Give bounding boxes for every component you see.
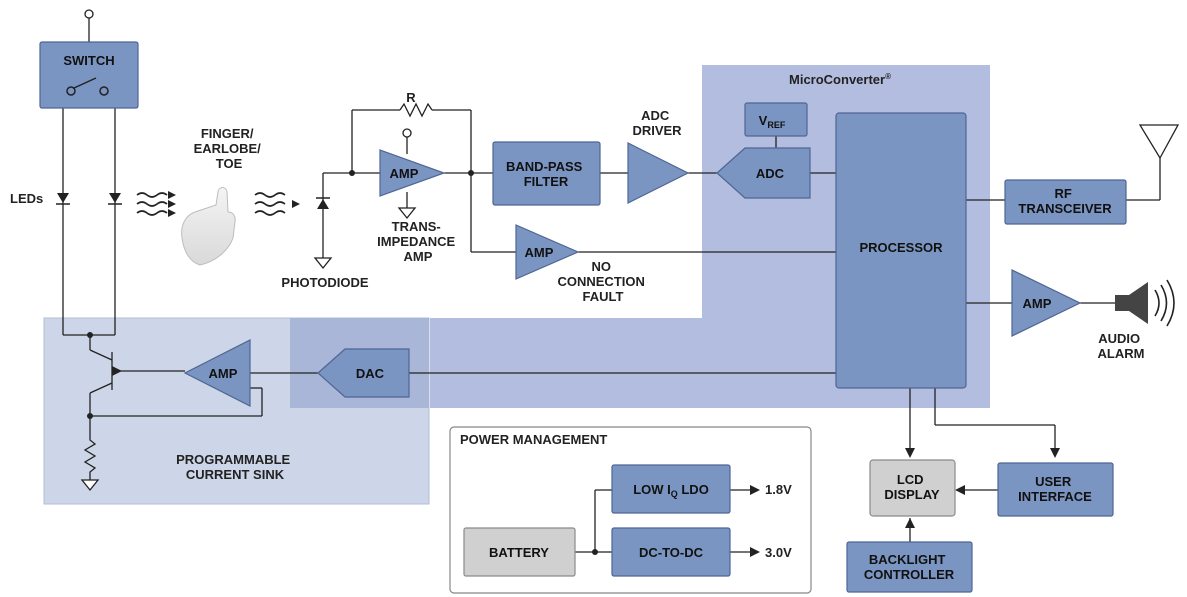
arrowheads [112, 366, 1060, 557]
photodiode-label: PHOTODIODE [281, 275, 368, 290]
low-iq-ldo-block: LOW IQ LDO [611, 464, 731, 514]
svg-text:AMP: AMP [390, 166, 419, 181]
power-management-title: POWER MANAGEMENT [460, 432, 607, 447]
ground-symbol [397, 207, 417, 220]
user-interface-block: USER INTERFACE [997, 462, 1114, 517]
svg-text:VREF: VREF [759, 113, 786, 130]
finger-icon [181, 187, 236, 266]
adc-block: ADC [716, 147, 811, 199]
wires [62, 18, 1161, 553]
svg-text:LOW IQ LDO: LOW IQ LDO [633, 482, 709, 499]
current-sink-label: PROGRAMMABLE CURRENT SINK [176, 452, 294, 482]
svg-text:DC-TO-DC: DC-TO-DC [639, 545, 704, 560]
svg-text:USER INTERFACE: USER INTERFACE [1018, 474, 1092, 504]
speaker-icon [1115, 279, 1175, 327]
audio-alarm-label: AUDIO ALARM [1098, 331, 1145, 361]
ground-symbol [313, 257, 333, 270]
microconverter-label: MicroConverter® [789, 72, 891, 87]
light-wave-icon [136, 192, 286, 216]
band-pass-filter-block: BAND-PASS FILTER [492, 141, 601, 206]
svg-text:BACKLIGHT CONTROLLER: BACKLIGHT CONTROLLER [864, 552, 955, 582]
backlight-controller-block: BACKLIGHT CONTROLLER [846, 541, 973, 593]
svg-text:BATTERY: BATTERY [489, 545, 549, 560]
dc-to-dc-block: DC-TO-DC [611, 527, 731, 577]
vref-block: VREF [744, 102, 808, 137]
no-connection-fault-caption: NO CONNECTION FAULT [557, 259, 648, 304]
svg-text:ADC: ADC [756, 166, 785, 181]
led-diode [56, 193, 70, 205]
svg-text:DAC: DAC [356, 366, 385, 381]
current-sink-amp: AMP [183, 339, 251, 407]
junction-dots [87, 170, 598, 555]
leds-label: LEDs [10, 191, 43, 206]
vcc-terminal [84, 9, 94, 19]
amp-supply-terminal [402, 128, 412, 138]
audio-amp: AMP [1011, 269, 1082, 337]
svg-text:PROCESSOR: PROCESSOR [859, 240, 943, 255]
light-wave-arrowheads [168, 191, 300, 217]
svg-text:AMP: AMP [209, 366, 238, 381]
dac-block: DAC [317, 348, 410, 398]
dcdc-output-voltage: 3.0V [765, 545, 792, 560]
rf-transceiver-block: RF TRANSCEIVER [1004, 179, 1127, 225]
no-connection-fault-amp: AMP [515, 224, 580, 280]
processor-block: PROCESSOR [835, 112, 967, 389]
svg-text:AMP: AMP [1023, 296, 1052, 311]
finger-label: FINGER/ EARLOBE/ TOE [194, 126, 265, 171]
ground-symbol [80, 479, 100, 492]
led-diode [108, 193, 122, 205]
switch-block: SWITCH [39, 41, 139, 109]
svg-text:LCD DISPLAY: LCD DISPLAY [884, 472, 939, 502]
switch-label: SWITCH [63, 53, 114, 68]
ldo-output-voltage: 1.8V [765, 482, 792, 497]
lcd-display-block: LCD DISPLAY [869, 459, 956, 517]
adc-driver-label: ADC DRIVER [632, 108, 682, 138]
transimpedance-amp: AMP [379, 149, 446, 197]
adc-driver-amp [627, 142, 690, 204]
svg-text:AMP: AMP [525, 245, 554, 260]
antenna-icon [1138, 124, 1180, 160]
svg-text:BAND-PASS FILTER: BAND-PASS FILTER [506, 159, 586, 189]
resistor-label: R [406, 90, 416, 105]
battery-block: BATTERY [463, 527, 576, 577]
svg-text:RF TRANSCEIVER: RF TRANSCEIVER [1018, 186, 1112, 216]
tia-caption: TRANS- IMPEDANCE AMP [377, 219, 459, 264]
photodiode-symbol [316, 197, 330, 209]
